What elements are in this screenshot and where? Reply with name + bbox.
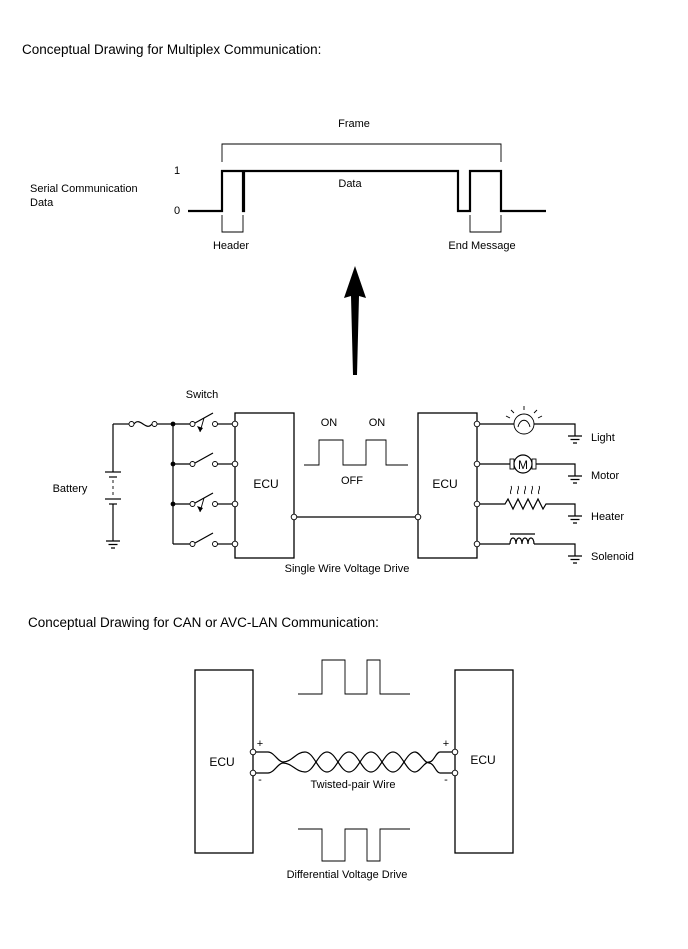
up-arrow-icon <box>344 266 366 375</box>
can-heading: Conceptual Drawing for CAN or AVC-LAN Co… <box>28 615 379 630</box>
minus-left: - <box>258 774 262 786</box>
plus-right: + <box>443 738 449 750</box>
switch-1-icon <box>173 412 233 433</box>
header-bracket <box>221 215 244 233</box>
motor-icon: M <box>480 454 582 484</box>
battery-label: Battery <box>53 483 88 495</box>
can-ecu-right-box <box>454 669 514 854</box>
header-label: Header <box>213 240 249 252</box>
single-wire-diagram: Switch Battery <box>53 389 634 575</box>
ecu-left-box <box>234 412 295 559</box>
upper-pulse <box>298 659 410 695</box>
data-label: Data <box>338 178 362 190</box>
end-message-label: End Message <box>448 240 515 252</box>
off-label: OFF <box>341 475 363 487</box>
switch-4-icon <box>173 532 233 547</box>
can-ecu-left-label: ECU <box>209 755 234 769</box>
level-high-label: 1 <box>174 165 180 177</box>
serial-frame-diagram: Frame Serial Communication Data 1 0 Data… <box>30 118 546 252</box>
lower-pulse <box>298 828 410 862</box>
can-ecu-right-label: ECU <box>470 753 495 767</box>
twisted-pair-label: Twisted-pair Wire <box>311 779 396 791</box>
ecu-right-label: ECU <box>432 477 457 491</box>
switch-3-icon <box>173 492 233 513</box>
switch-2-icon <box>173 452 233 467</box>
twisted-pair-wire <box>256 751 452 774</box>
level-low-label: 0 <box>174 205 180 217</box>
can-ecu-left-box <box>194 669 254 854</box>
light-bulb-icon <box>480 406 582 444</box>
single-wire-pulse <box>304 439 408 466</box>
can-diagram: ECU ECU + - + - Twisted-pair Wire Differ… <box>194 659 514 881</box>
switch-label: Switch <box>186 389 218 401</box>
on-label-1: ON <box>321 417 338 429</box>
motor-symbol: M <box>518 458 528 472</box>
ecu-left-label: ECU <box>253 477 278 491</box>
light-label: Light <box>591 432 615 444</box>
single-wire-caption: Single Wire Voltage Drive <box>285 563 410 575</box>
minus-right: - <box>444 774 448 786</box>
serial-waveform <box>188 169 546 213</box>
frame-bracket <box>221 143 502 162</box>
frame-label: Frame <box>338 118 370 130</box>
solenoid-label: Solenoid <box>591 551 634 563</box>
ecu-right-box <box>417 412 478 559</box>
heater-label: Heater <box>591 511 624 523</box>
heater-icon <box>480 485 582 524</box>
on-label-2: ON <box>369 417 386 429</box>
plus-left: + <box>257 738 263 750</box>
multiplex-heading: Conceptual Drawing for Multiplex Communi… <box>22 42 321 57</box>
fuse-icon <box>133 421 153 427</box>
serial-axis-label: Serial Communication <box>30 183 138 195</box>
motor-label: Motor <box>591 470 619 482</box>
solenoid-icon <box>480 533 582 564</box>
serial-axis-label-line2: Data <box>30 197 54 209</box>
end-bracket <box>469 215 502 233</box>
differential-caption: Differential Voltage Drive <box>287 869 408 881</box>
battery-icon <box>105 424 121 549</box>
